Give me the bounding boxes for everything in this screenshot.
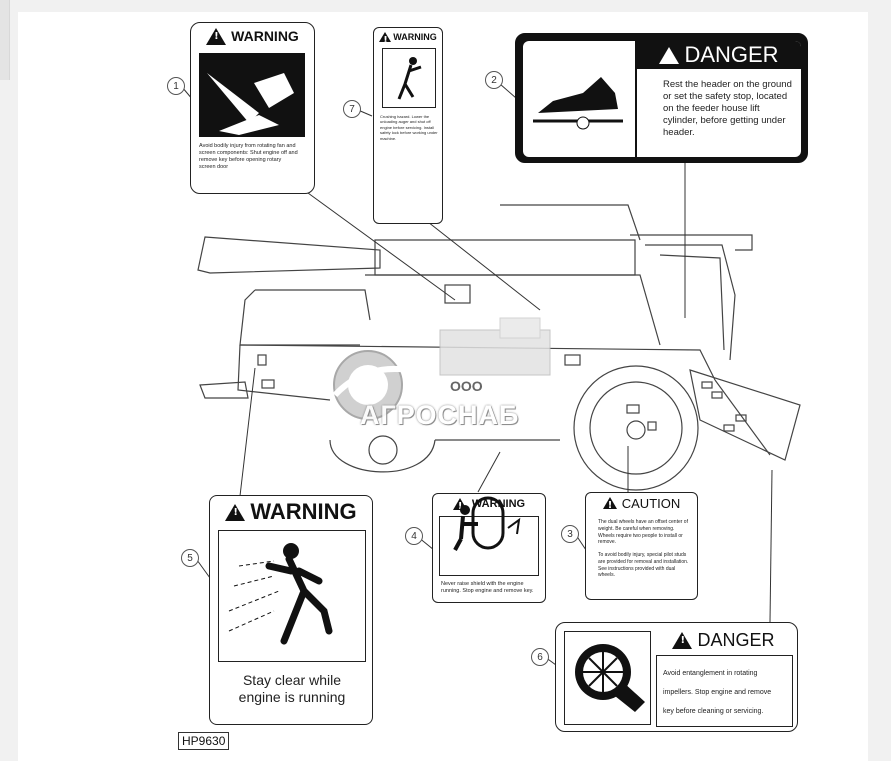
decal-7-header: WARNING xyxy=(393,32,437,42)
fan-hand-pictogram xyxy=(199,53,305,137)
decal-3-header: CAUTION xyxy=(621,495,681,511)
decal-4-warning-belt: WARNING Never raise shield with the engi… xyxy=(432,493,546,603)
decal-7-warning: WARNING Crushing hazard. Lower the unloa… xyxy=(373,27,443,224)
decal-5-header: WARNING xyxy=(250,499,357,524)
decal-3-text-2: To avoid bodily injury, special pilot st… xyxy=(598,552,689,579)
decal-3-caution-wheels: CAUTION The dual wheels have an offset c… xyxy=(585,492,698,600)
danger-triangle-icon xyxy=(659,46,680,64)
decal-6-header: DANGER xyxy=(697,629,775,650)
callout-5: 5 xyxy=(181,549,199,567)
callout-4: 4 xyxy=(405,527,423,545)
falling-person-pictogram xyxy=(382,48,436,108)
warning-triangle-icon xyxy=(206,27,227,45)
caution-triangle-icon xyxy=(602,497,617,511)
decal-5-warning-engine: WARNING Stay clear while engine is runni… xyxy=(209,495,373,725)
decal-6-line-1: Avoid entanglement in rotating xyxy=(663,670,758,677)
callout-3: 3 xyxy=(561,525,579,543)
header-machine-pictogram xyxy=(523,41,635,157)
decal-7-text: Crushing hazard. Lower the unloading aug… xyxy=(380,114,438,141)
danger-triangle-icon xyxy=(672,631,693,649)
decal-1-warning-fan: WARNING Avoid bodily injury from rotatin… xyxy=(190,22,315,194)
left-edge-panel xyxy=(0,0,10,80)
decal-1-header: WARNING xyxy=(231,28,299,44)
belt-entanglement-pictogram xyxy=(439,496,539,576)
decal-3-text-1: The dual wheels have an offset center of… xyxy=(598,519,688,546)
decal-6-danger-impeller: DANGER Avoid entanglement in rotating im… xyxy=(555,622,798,732)
decal-6-line-3: key before cleaning or servicing. xyxy=(663,708,764,715)
callout-2: 2 xyxy=(485,71,503,89)
decal-2-header: DANGER xyxy=(684,42,779,67)
warning-triangle-icon xyxy=(225,503,246,521)
callout-1: 1 xyxy=(167,77,185,95)
watermark-brand: АГРОСНАБ xyxy=(360,400,520,430)
running-person-pictogram xyxy=(218,530,366,662)
decal-1-text: Avoid bodily injury from rotating fan an… xyxy=(199,143,298,171)
decal-2-text: Rest the header on the ground or set the… xyxy=(663,79,792,138)
figure-code: HP9630 xyxy=(178,732,230,750)
watermark-prefix: ООО xyxy=(450,378,483,394)
callout-6: 6 xyxy=(531,648,549,666)
decal-5-text: Stay clear while engine is running xyxy=(238,672,346,705)
impeller-pictogram xyxy=(564,631,651,725)
warning-triangle-icon xyxy=(379,32,392,46)
decal-2-danger-header: DANGER Rest the header on the ground or … xyxy=(515,33,808,163)
decal-6-line-2: impellers. Stop engine and remove xyxy=(663,689,772,696)
decal-4-text: Never raise shield with the engine runni… xyxy=(441,581,534,595)
callout-7: 7 xyxy=(343,100,361,118)
